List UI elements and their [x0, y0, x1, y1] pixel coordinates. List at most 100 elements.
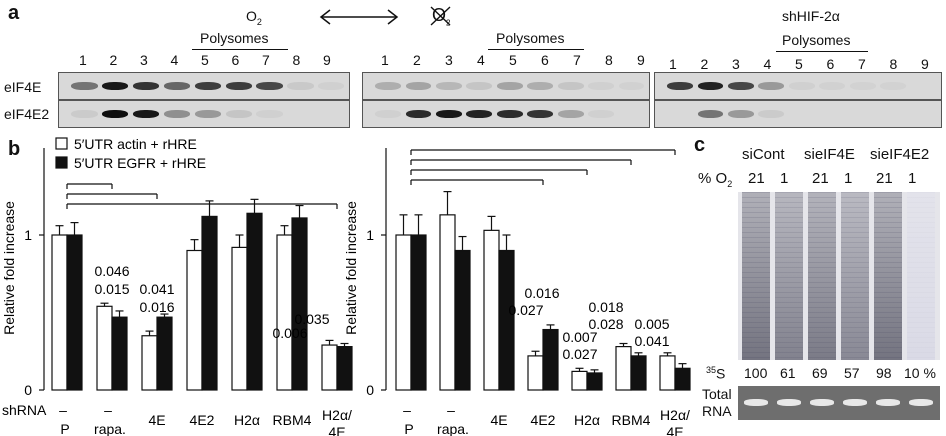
hypoxia-eif4e-band-3 [436, 82, 462, 90]
hypoxia-lane-3: 3 [445, 52, 453, 68]
s35-value-1: 61 [780, 365, 796, 381]
p-value-h2a4e-bottom: 0.041 [634, 333, 669, 349]
shhif-lane-2: 2 [700, 56, 709, 72]
gel-lane-6 [907, 192, 935, 360]
hypoxia-eif4e2-band-1 [375, 110, 402, 118]
polysomes-line-hypoxia [488, 49, 584, 50]
p-value-rapa-top: 0.046 [94, 263, 129, 279]
shhif-lane-9: 9 [921, 56, 929, 72]
group-label-sicont: siCont [742, 146, 785, 163]
rna-band-6 [909, 399, 933, 406]
blot-shhif-eif4e2 [654, 100, 942, 128]
panel-label-a: a [8, 2, 20, 24]
bar-egfr-0 [410, 234, 427, 391]
bar-egfr-4 [246, 212, 263, 391]
p-value-rapa-bottom: 0.015 [94, 281, 129, 297]
hypoxia-lane-9: 9 [637, 52, 645, 68]
total-rna-gel [738, 386, 940, 420]
shrna-header: shRNA [2, 402, 47, 418]
bar-actin-5 [615, 346, 632, 391]
p-value-h2a4e-top: 0.035 [294, 311, 329, 327]
s35-value-3: 57 [844, 365, 860, 381]
p-value-h2a4e-bottom: 0.006 [272, 325, 307, 341]
x-label-dash-1: – [447, 402, 455, 418]
y-axis-label: Relative fold increase [1, 201, 17, 335]
x-label-4: H2α [234, 412, 260, 428]
normoxia-eif4e-band-1 [71, 82, 98, 90]
bar-actin-3 [186, 249, 203, 391]
y-tick-label-1: 1 [366, 227, 374, 243]
bar-actin-0 [51, 234, 68, 391]
normoxia-lane-6: 6 [231, 52, 240, 68]
p-value-h2a-bottom: 0.027 [562, 346, 597, 362]
normoxia-lane-8: 8 [292, 52, 301, 68]
o2-value-2: 21 [812, 170, 829, 187]
gel-lane-3 [808, 192, 836, 360]
p-value-h2a-top: 0.007 [562, 329, 597, 345]
shhif-eif4e-band-7 [849, 82, 876, 90]
x-label-5: RBM4 [273, 412, 312, 428]
x-label-4: H2α [574, 412, 600, 428]
shhif-lane-7: 7 [858, 56, 866, 72]
normoxia-eif4e2-band-6 [225, 110, 252, 118]
shhif-eif4e-band-5 [788, 82, 815, 90]
x-label-dash-0: – [403, 402, 411, 418]
x-label-1: rapa. [94, 421, 126, 436]
shhif-eif4e-band-3 [728, 82, 754, 90]
hypoxia-eif4e-band-7 [557, 82, 584, 90]
p-value-4e2-top: 0.016 [524, 285, 559, 301]
shhif-eif4e-band-8 [880, 82, 906, 90]
bar-egfr-6 [674, 367, 691, 391]
x-label-6-b: 4E [666, 424, 683, 436]
x-label-6-a: H2α/ [322, 407, 352, 423]
o2-value-1: 1 [780, 170, 789, 187]
shhif-eif4e2-band-2 [697, 110, 724, 118]
normoxia-eif4e2-band-4 [163, 110, 191, 118]
y-tick-label-0: 0 [366, 382, 374, 398]
hypoxia-lane-5: 5 [509, 52, 517, 68]
hypoxia-eif4e-band-1 [375, 82, 402, 90]
bar-actin-4 [571, 370, 588, 391]
polysomes-label-normoxia: Polysomes [200, 30, 269, 46]
gel-lane-5 [874, 192, 902, 360]
legend-label-egfr: 5′UTR EGFR + rHRE [74, 155, 206, 171]
bar-egfr-5 [291, 217, 308, 391]
bar-actin-0 [395, 234, 412, 391]
rna-band-2 [777, 399, 801, 406]
normoxia-eif4e-band-5 [194, 82, 221, 90]
bar-egfr-2 [498, 249, 515, 391]
p-value-4e-bottom: 0.016 [139, 299, 174, 315]
s35-value-4: 98 [876, 365, 892, 381]
o2-value-0: 21 [748, 170, 765, 187]
x-label-5: RBM4 [612, 412, 651, 428]
legend-label-actin: 5′UTR actin + rHRE [74, 136, 197, 152]
shhif-eif4e-band-4 [758, 82, 785, 90]
bar-actin-5 [276, 234, 293, 391]
bar-egfr-3 [542, 328, 559, 391]
blot-hypoxia-eif4e [362, 72, 650, 100]
hypoxia-lane-7: 7 [573, 52, 581, 68]
bar-egfr-1 [111, 316, 128, 391]
hypoxia-eif4e-band-6 [527, 82, 554, 90]
hypoxia-eif4e2-band-7 [557, 110, 584, 118]
bar-actin-6 [659, 355, 676, 391]
shhif-eif4e-band-6 [819, 82, 846, 90]
legend-swatch-egfr [55, 156, 68, 169]
o2-value-5: 1 [908, 170, 917, 187]
hypoxia-lane-1: 1 [381, 52, 389, 68]
blot-shhif-eif4e [654, 72, 942, 100]
normoxia-eif4e2-band-2 [102, 110, 129, 118]
s35-label: 35S [706, 365, 726, 382]
bar-egfr-4 [586, 372, 603, 391]
hypoxia-eif4e2-band-5 [496, 110, 523, 118]
hypoxia-eif4e-band-2 [405, 82, 432, 90]
x-label-6-a: H2α/ [660, 407, 690, 423]
panel-label-c: c [694, 134, 706, 156]
gel-35s-autoradiograph [738, 192, 940, 360]
x-label-dash-1: – [104, 402, 112, 418]
legend-swatch-actin [55, 137, 68, 150]
shhif-eif4e2-band-4 [758, 110, 785, 118]
hypoxia-eif4e2-band-2 [405, 110, 432, 118]
normoxia-eif4e2-band-3 [133, 110, 160, 118]
